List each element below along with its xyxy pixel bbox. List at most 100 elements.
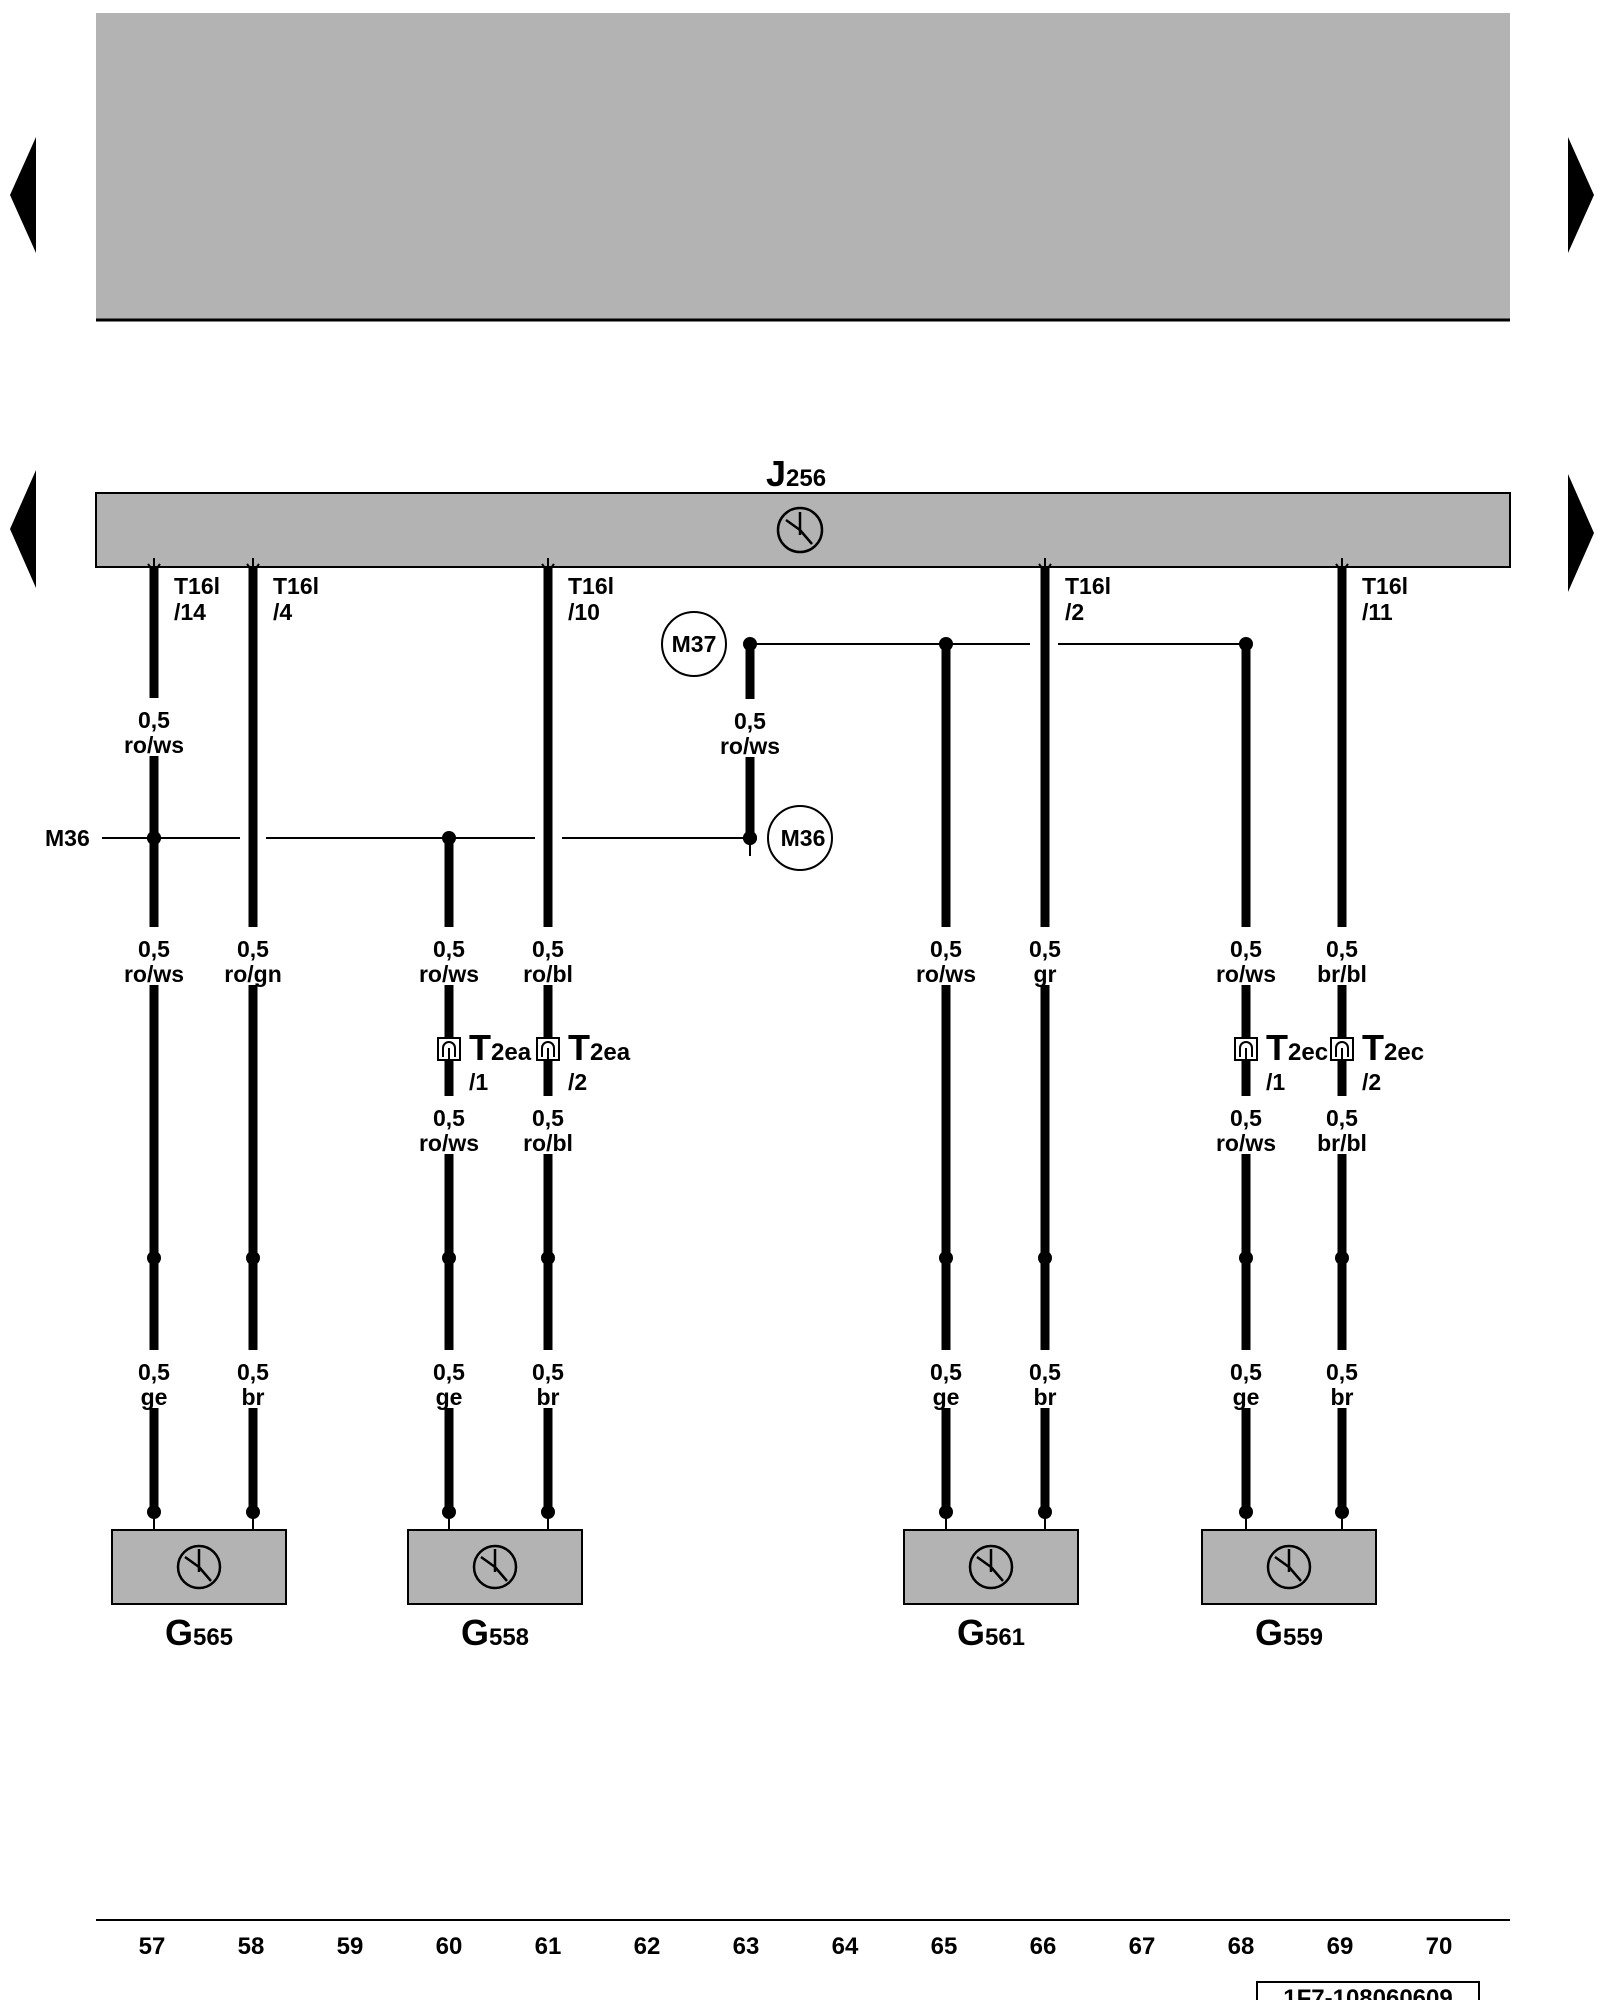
wire-color-label: ge [436,1384,463,1410]
connector-T2ea-1: T2ea/1 [437,1027,532,1095]
control-unit-box [95,492,1511,568]
page-next-arrow-top[interactable] [1568,137,1594,253]
connector-pin: /1 [469,1069,488,1095]
pin-connector-name: T16l [273,573,319,599]
wire-color-label: br [242,1384,265,1410]
control-unit-pin: T16l/2 [1038,558,1111,625]
wire-color-label: ro/ws [419,1130,479,1156]
wire-color-label: gr [1034,961,1057,987]
wire-joint [147,1251,161,1265]
connector-name: T2ea [568,1027,631,1068]
components: G565 G558 G561 G559 [111,1529,1377,1653]
wires: 0,5ro/ws0,5ro/ws0,5geT16l/140,5ro/gn0,5b… [124,558,1408,1530]
column-number: 60 [436,1933,463,1960]
wire-7: 0,5ro/ws0,5ro/ws0,5ge [1216,644,1276,1530]
page-next-arrow-mid[interactable] [1568,474,1594,592]
wire-color-label: ro/ws [720,733,780,759]
wire-size-label: 0,5 [930,1359,962,1385]
control-unit-symbol-icon [776,506,824,554]
ground-m36-left-label: M36 [45,825,90,851]
column-number: 63 [733,1933,760,1960]
column-number: 62 [634,1933,661,1960]
connector-name: T2ea [469,1027,532,1068]
wire-size-label: 0,5 [138,707,170,733]
pin-number: /2 [1065,599,1084,625]
wire-joint [147,831,161,845]
connector-pin: /1 [1266,1069,1285,1095]
wire-joint [1239,1251,1253,1265]
component-G558: G558 [407,1529,583,1653]
sensor-symbol-icon [472,1544,518,1590]
page-prev-arrow-mid[interactable] [10,470,36,588]
reference-box [1256,1981,1480,2000]
component-G559: G559 [1201,1529,1377,1653]
wire-joint [1335,1251,1349,1265]
component-label: G565 [165,1612,233,1653]
wire-size-label: 0,5 [1029,1359,1061,1385]
wire-size-label: 0,5 [1230,1359,1262,1385]
connector-T2ea-2: T2ea/2 [536,1027,631,1095]
wire-color-label: ro/bl [523,961,573,987]
pin-arrow-icon [246,563,260,574]
wire-2: 0,5ro/ws0,5ro/ws0,5ge [419,838,479,1530]
wire-color-label: br/bl [1317,961,1367,987]
component-G565: G565 [111,1529,287,1653]
wire-joint [939,1251,953,1265]
pin-number: /10 [568,599,600,625]
wire-size-label: 0,5 [1230,1105,1262,1131]
column-number: 68 [1228,1933,1255,1960]
pin-arrow-icon [1335,563,1349,574]
wire-color-label: ge [1233,1384,1260,1410]
wire-color-label: ro/ws [916,961,976,987]
pin-connector-name: T16l [1362,573,1408,599]
pin-connector-name: T16l [1065,573,1111,599]
wire-color-label: ro/ws [124,732,184,758]
wire-joint [442,1251,456,1265]
wire-color-label: ge [933,1384,960,1410]
component-label: G561 [957,1612,1025,1653]
wire-size-label: 0,5 [433,1359,465,1385]
svg-text:M36: M36 [781,825,826,851]
column-number: 64 [832,1933,859,1960]
connector-name: T2ec [1266,1027,1328,1068]
column-number: 65 [931,1933,958,1960]
wire-4: 0,5ro/ws [720,644,780,856]
component-label: G558 [461,1612,529,1653]
ground-m37-circle: M37 [661,611,727,677]
component-label: G559 [1255,1612,1323,1653]
control-unit-label: J256 [766,453,826,494]
component-G561: G561 [903,1529,1079,1653]
top-panel [96,13,1510,319]
ground-bus-m37 [743,637,1253,651]
pin-arrow-icon [1038,563,1052,574]
wire-joint [1038,1251,1052,1265]
sensor-symbol-icon [968,1544,1014,1590]
control-unit-pin: T16l/10 [541,558,614,625]
wire-color-label: ge [141,1384,168,1410]
pin-connector-name: T16l [568,573,614,599]
wire-size-label: 0,5 [532,1105,564,1131]
wire-size-label: 0,5 [138,1359,170,1385]
wire-size-label: 0,5 [734,708,766,734]
wire-size-label: 0,5 [237,1359,269,1385]
wire-size-label: 0,5 [433,936,465,962]
pin-number: /14 [174,599,206,625]
wire-size-label: 0,5 [1029,936,1061,962]
pin-number: /11 [1362,599,1393,625]
page-prev-arrow-top[interactable] [10,137,36,253]
pin-connector-name: T16l [174,573,220,599]
wire-size-label: 0,5 [1326,1359,1358,1385]
wire-size-label: 0,5 [138,936,170,962]
control-unit-pin: T16l/14 [147,558,220,625]
connector-name: T2ec [1362,1027,1424,1068]
wire-size-label: 0,5 [532,1359,564,1385]
ground-bus-m36 [102,831,757,845]
column-number: 59 [337,1933,364,1960]
